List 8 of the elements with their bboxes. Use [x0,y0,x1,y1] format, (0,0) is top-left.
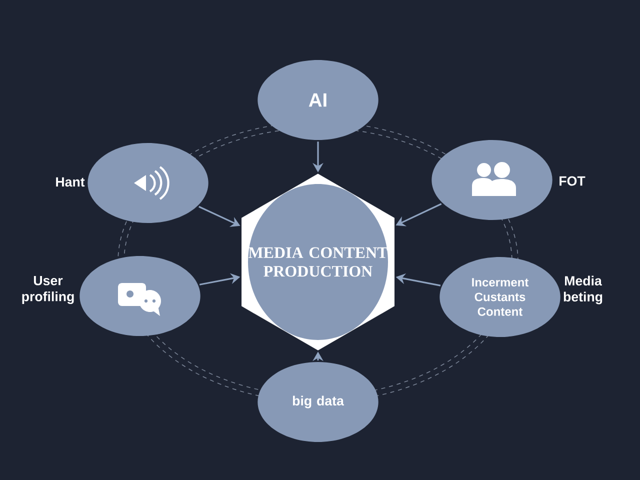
circle-node: AI [258,60,378,140]
circle-node: Incerment Custants Content [440,257,560,337]
node-label: Media beting [564,276,602,304]
node-label: FOT [560,176,586,186]
node-label: User profiling [22,276,74,304]
node-label: Hant [56,177,85,187]
circle-node: big data [258,362,378,442]
center-label: MEDIA CONTENT PRODUCTION [248,247,388,277]
